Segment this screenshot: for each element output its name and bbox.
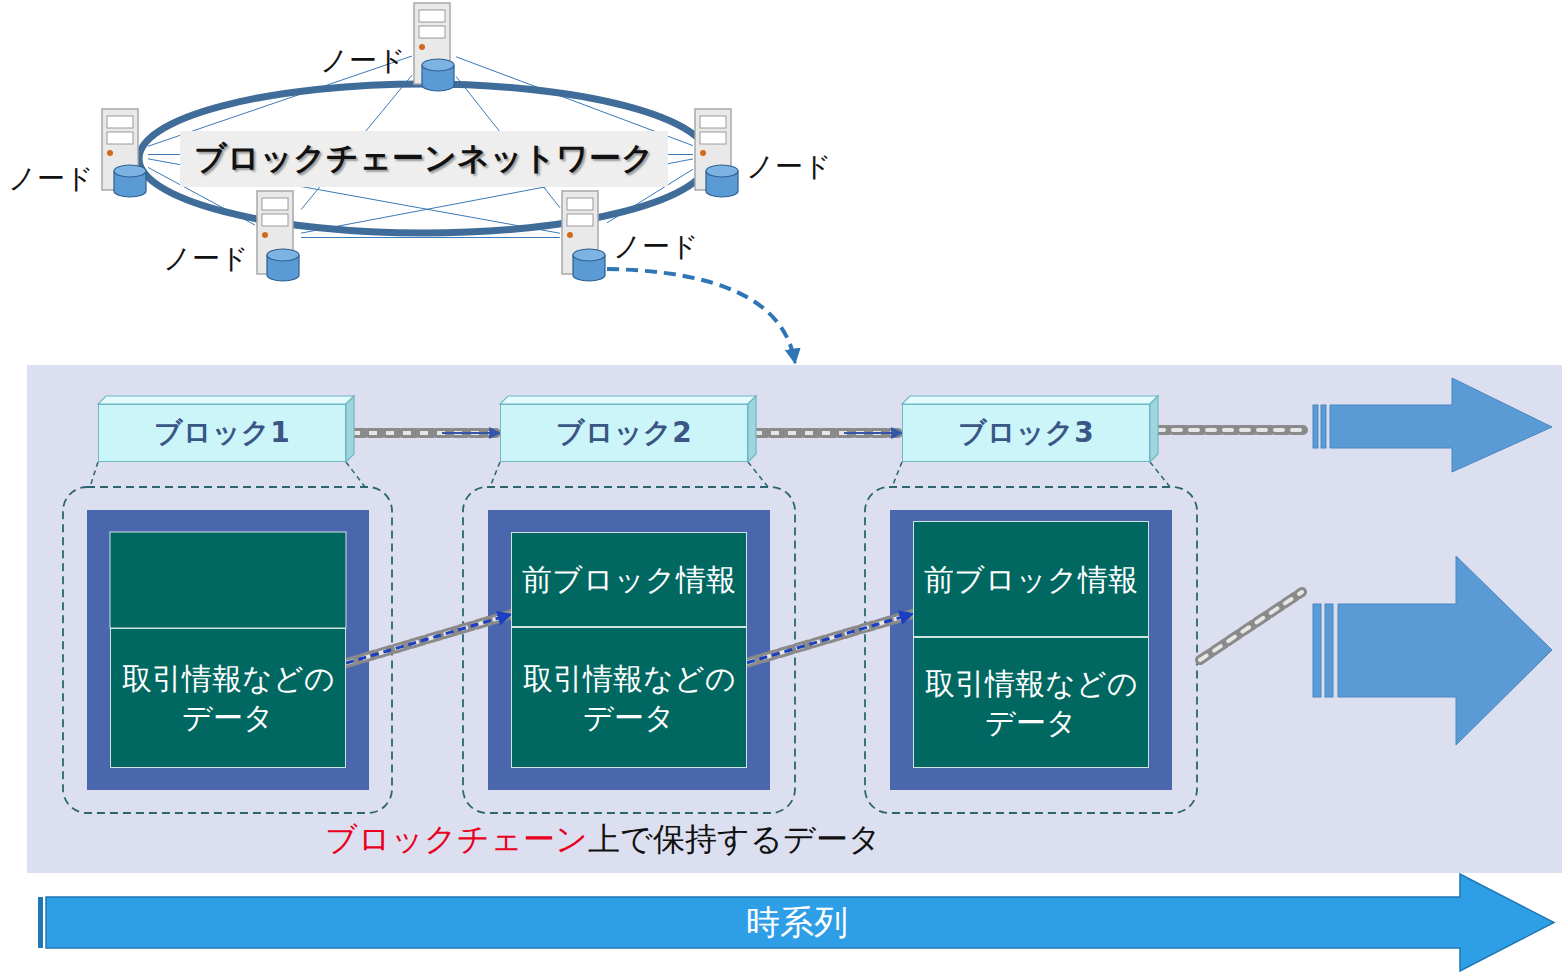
- ring-node: ブロックチェーンネットワーク: [135, 80, 713, 237]
- connector: [346, 614, 511, 663]
- server-icon: [100, 108, 148, 201]
- server-icon: [412, 2, 456, 95]
- caption-highlight: ブロックチェーン: [325, 818, 588, 862]
- node-label: ノード: [8, 160, 94, 198]
- block-title: ブロック2: [556, 414, 691, 452]
- connector: [747, 614, 913, 663]
- empty-cell: [110, 532, 346, 628]
- cell-node: 取引情報などの データ: [511, 627, 747, 768]
- cell-text: 取引情報などの データ: [922, 664, 1140, 742]
- node-label: ノード: [746, 148, 832, 186]
- guide-lines: [90, 462, 1170, 487]
- cell-text: 前ブロック情報: [522, 560, 736, 599]
- block-group-outline: [63, 487, 1197, 813]
- cell-node: 取引情報などの データ: [913, 637, 1149, 768]
- timeline-node: 時系列: [38, 873, 1555, 972]
- cell-text: 前ブロック情報: [924, 560, 1138, 599]
- cell-text: 取引情報などの データ: [520, 659, 738, 737]
- panel-node: ブロックチェーン上で保持するデータ ブロック1 ブロック2 ブロック3 取引情報などの …: [27, 365, 1562, 873]
- block-frame: [87, 510, 1172, 790]
- server-node: ノード: [100, 108, 148, 201]
- server-icon: [255, 190, 301, 285]
- connector: [301, 237, 560, 238]
- server-node: ノード: [560, 190, 607, 285]
- header-node: ブロック1: [98, 404, 346, 462]
- header-node: ブロック2: [500, 404, 748, 462]
- cell-node: 取引情報などの データ: [110, 628, 346, 768]
- header-node: ブロック3: [902, 404, 1150, 462]
- server-node: ノード: [255, 190, 301, 285]
- server-node: ノード: [412, 2, 456, 95]
- block-title: ブロック1: [154, 414, 289, 452]
- cell-text: 取引情報などの データ: [119, 659, 337, 737]
- node-label: ノード: [163, 240, 249, 278]
- connector: [607, 269, 795, 363]
- timeline-label: 時系列: [746, 900, 848, 946]
- node-label: ノード: [320, 42, 406, 80]
- caption-text: 上で保持するデータ: [588, 818, 881, 862]
- cell-node: 前ブロック情報: [511, 532, 747, 627]
- server-icon: [693, 108, 740, 201]
- network-title: ブロックチェーンネットワーク: [180, 131, 668, 187]
- node-label: ノード: [613, 228, 699, 266]
- chain: [1156, 430, 1303, 660]
- server-node: ノード: [693, 108, 740, 201]
- connector: [754, 433, 902, 434]
- continuation-arrow: [1313, 378, 1552, 745]
- panel-caption: ブロックチェーン上で保持するデータ: [325, 818, 881, 862]
- server-icon: [560, 190, 607, 285]
- cell-node: 前ブロック情報: [913, 521, 1149, 637]
- panel-ground: [27, 365, 1562, 873]
- block-title: ブロック3: [958, 414, 1093, 452]
- connector: [352, 433, 500, 434]
